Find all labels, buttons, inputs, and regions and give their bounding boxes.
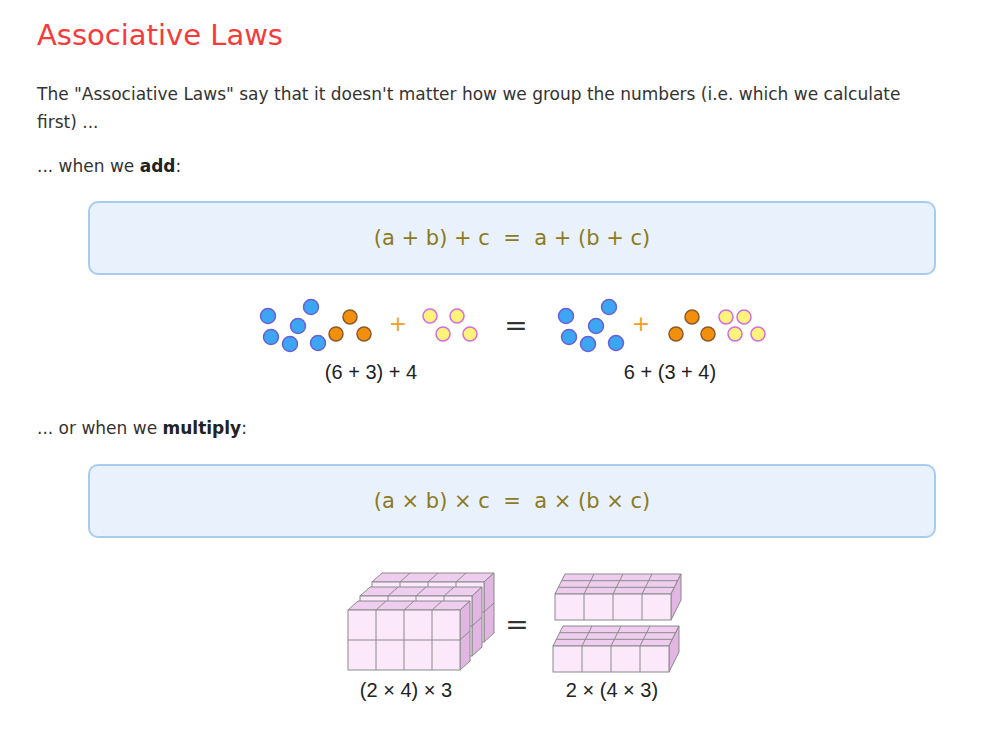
bold-keyword: multiply — [163, 418, 242, 438]
plus-sign: + — [389, 311, 407, 336]
page-title: Associative Laws — [37, 18, 283, 52]
lead-in-line: ... when we add: — [37, 156, 181, 176]
lead-in-text: ... when we — [37, 156, 140, 176]
orange-dots — [329, 310, 715, 341]
lead-in-text: ... or when we — [37, 418, 163, 438]
intro-paragraph: The "Associative Laws" say that it doesn… — [37, 80, 927, 136]
blue-dots — [261, 300, 624, 352]
bold-keyword: add — [140, 156, 176, 176]
equals-sign: = — [504, 309, 527, 342]
cube-stack-left — [348, 573, 494, 670]
example-expression: (6 + 3) + 4 — [325, 361, 417, 384]
lead-in-text: : — [176, 156, 182, 176]
formula-text: (a + b) + c = a + (b + c) — [374, 226, 650, 250]
example-expression: 2 × (4 × 3) — [566, 679, 658, 702]
lead-in-line: ... or when we multiply: — [37, 418, 247, 438]
example-expression: (2 × 4) × 3 — [360, 679, 452, 702]
plus-sign: + — [632, 311, 650, 336]
formula-box: (a + b) + c = a + (b + c) — [88, 201, 936, 275]
example-expression: 6 + (3 + 4) — [624, 361, 716, 384]
equals-sign: = — [505, 608, 528, 641]
formula-box: (a × b) × c = a × (b × c) — [88, 464, 936, 538]
lead-in-text: : — [241, 418, 247, 438]
formula-text: (a × b) × c = a × (b × c) — [374, 489, 650, 513]
yellow-dots — [423, 309, 765, 341]
cube-stack-right — [553, 574, 681, 672]
